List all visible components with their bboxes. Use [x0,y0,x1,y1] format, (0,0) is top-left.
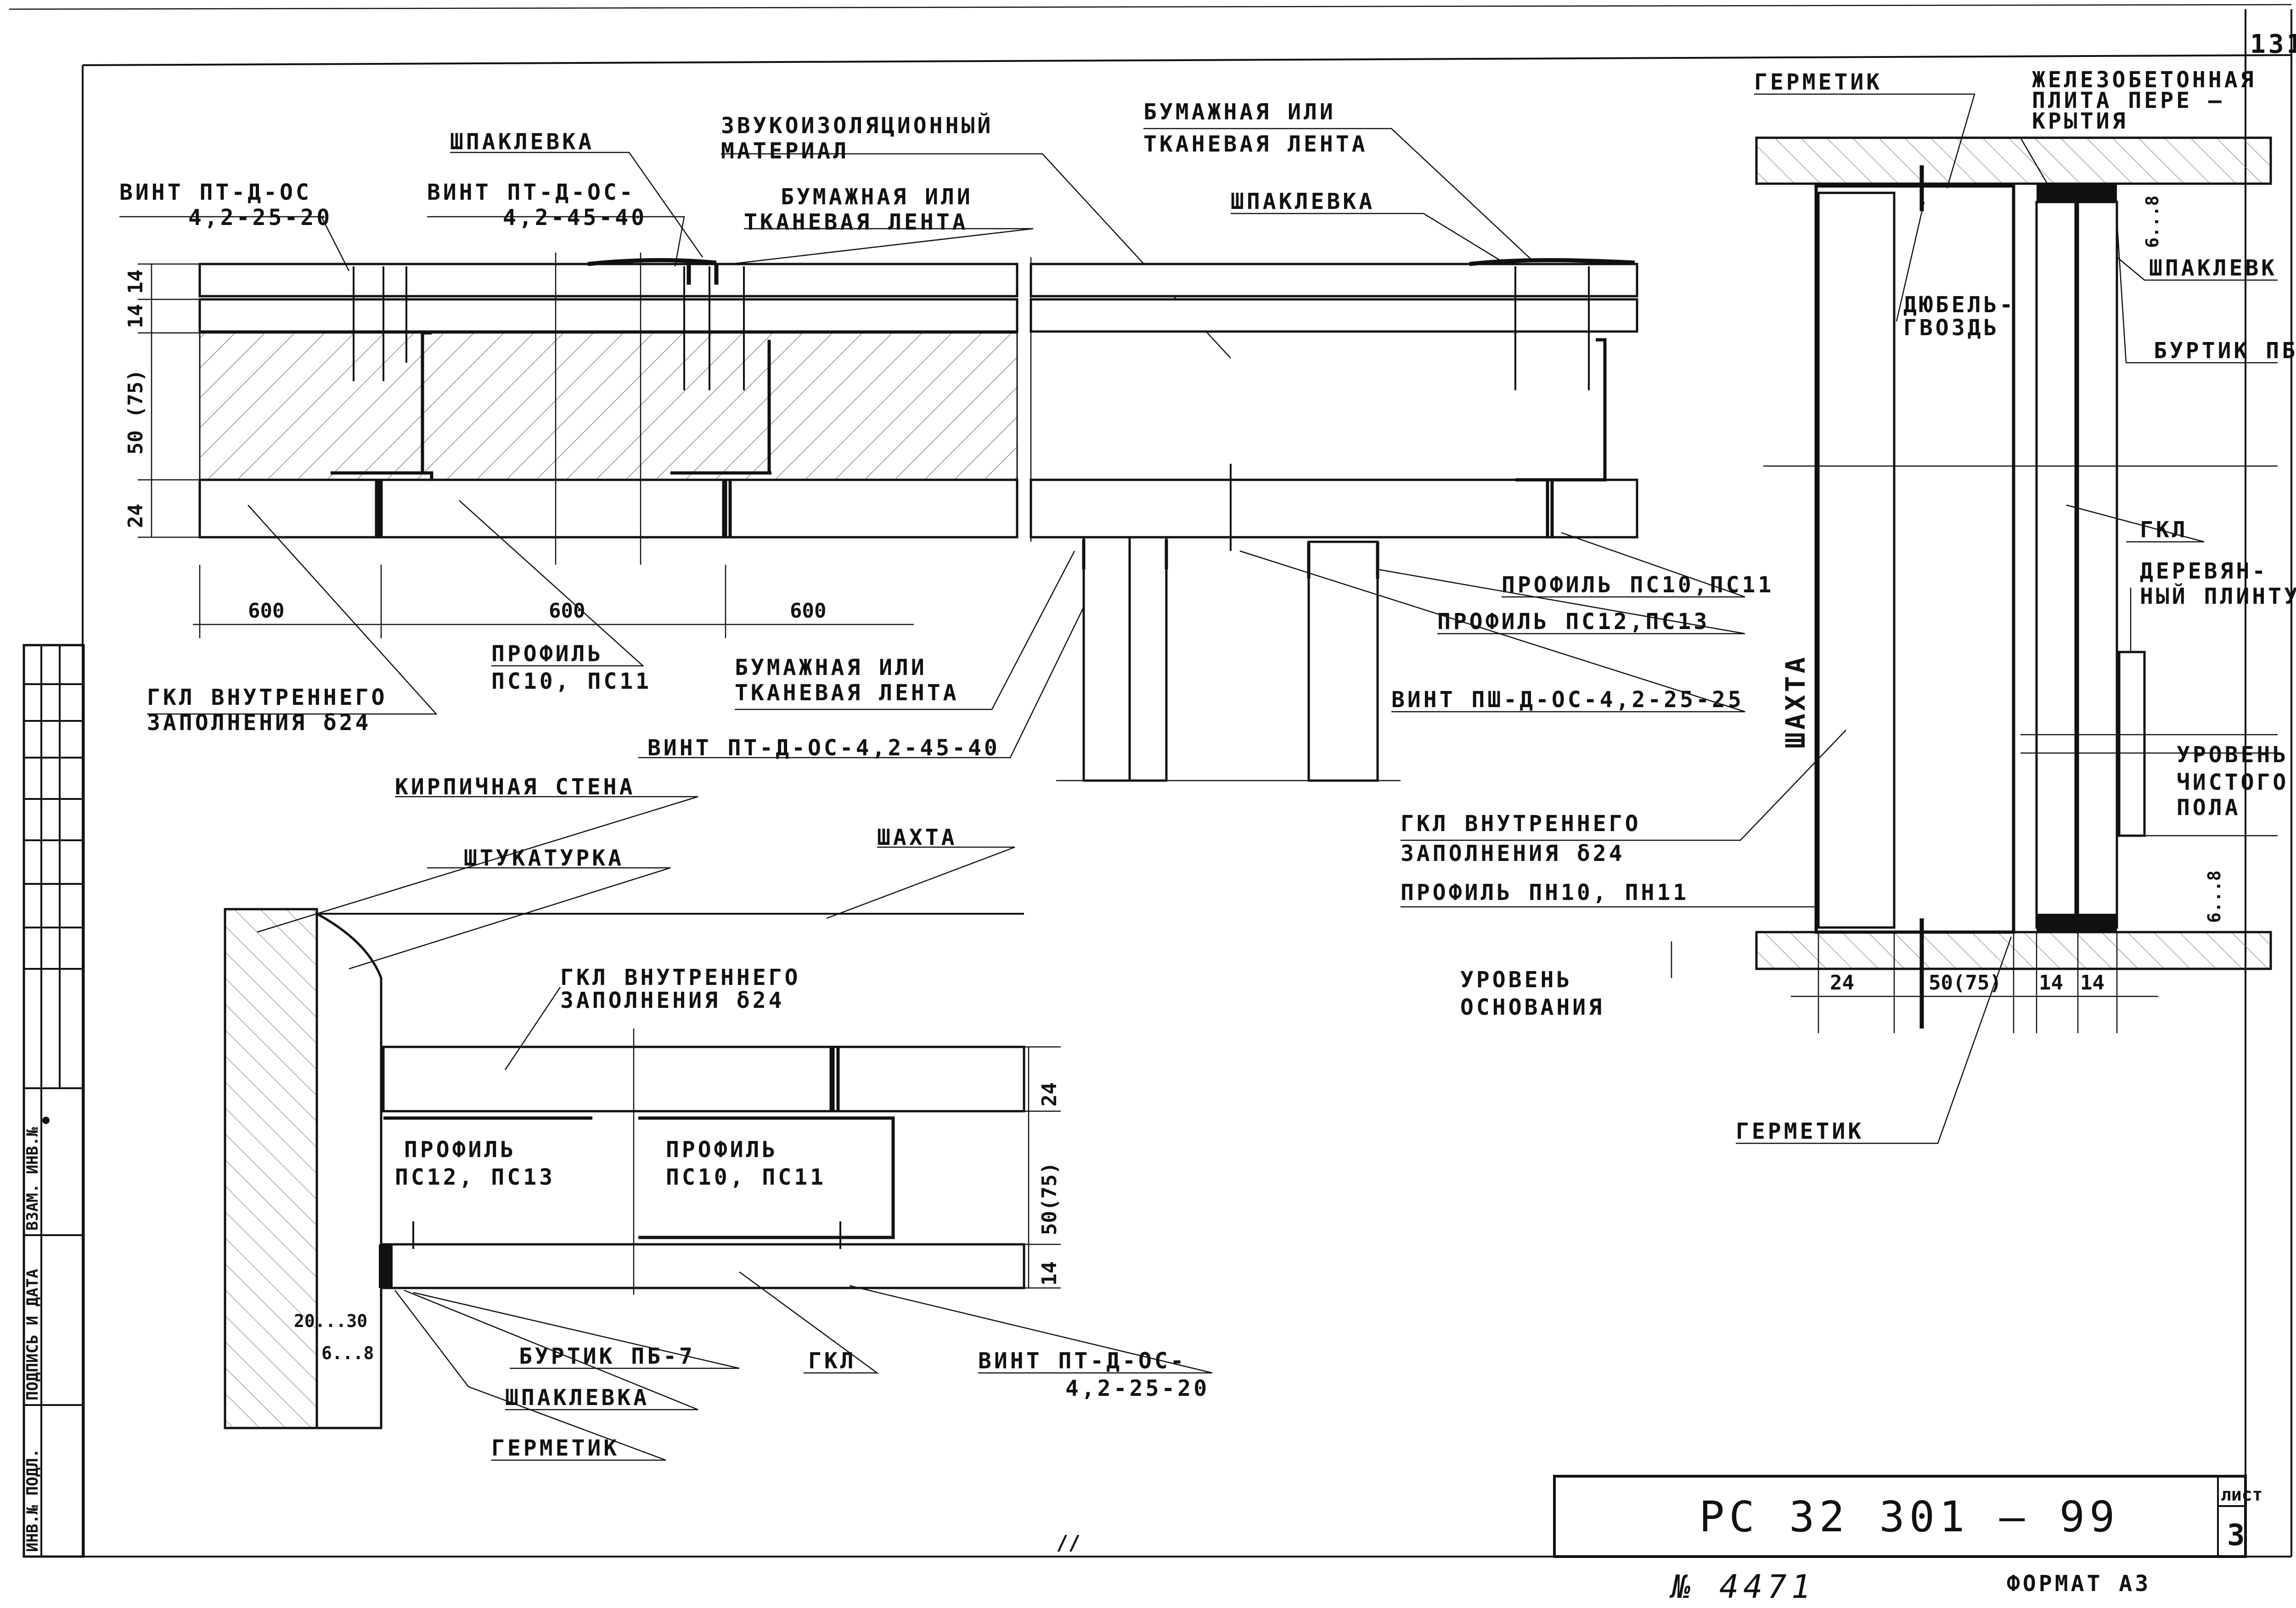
lbl-screw-short-2: 4,2-25-20 [188,205,332,231]
detail-top-left: 14 14 50 (75) 24 600 600 600 ВИНТ ПТ-Д-О… [119,112,1231,761]
dim-r-gap-top: 6...8 [2142,196,2162,248]
bottom-mark: // [1056,1531,1080,1555]
dim-v-50: 50 (75) [124,370,147,455]
lbl-r-floor-1: УРОВЕНЬ [2177,742,2289,768]
dim-v-14a: 14 [124,270,147,294]
dim-b-14: 14 [1038,1261,1061,1286]
lbl-mid-putty: ШПАКЛЕВКА [1231,189,1375,214]
lbl-r-sealant-top: ГЕРМЕТИК [1754,69,1882,95]
lbl-profile-pc10-1: ПРОФИЛЬ [491,641,603,667]
lbl-screw-long-2: 4,2-45-40 [503,205,647,231]
dim-b-gap2: 6...8 [321,1343,374,1363]
lbl-profile-pc10-2: ПС10, ПС11 [491,669,652,694]
lbl-b-bead: БУРТИК ПБ-7 [519,1344,695,1369]
lbl-r-slab-2: ПЛИТА ПЕРЕ — [2032,88,2224,113]
sheet-label: лист [2221,1484,2263,1505]
screw-marks [353,266,745,390]
lbl-b-profile-pc10-2: ПС10, ПС11 [666,1164,826,1190]
lbl-r-slab-1: ЖЕЛЕЗОБЕТОННАЯ [2032,67,2257,93]
sheet-number: 3 [2227,1518,2245,1552]
format-label: ФОРМАТ А3 [2007,1571,2151,1597]
lbl-mid-screw-psh: ВИНТ ПШ-Д-ОС-4,2-25-25 [1391,687,1744,713]
lbl-r-slab-3: КРЫТИЯ [2032,108,2128,134]
inventory-number: № 4471 [1669,1568,1815,1606]
lbl-b-profile-pc10-1: ПРОФИЛЬ [666,1137,778,1163]
lbl-r-gkl: ГКЛ [2140,517,2188,543]
lbl-r-profile-pn: ПРОФИЛЬ ПН10, ПН11 [1401,880,1689,905]
stamp-signature-date: ПОДПИСЬ И ДАТА [23,1269,42,1400]
lbl-b-gkl-infill-1: ГКЛ ВНУТРЕННЕГО [560,965,800,990]
lbl-r-gkl-infill-2: ЗАПОЛНЕНИЯ δ24 [1401,841,1625,866]
lbl-insulation-1: ЗВУКОИЗОЛЯЦИОННЫЙ [721,112,993,139]
lbl-r-floor-3: ПОЛА [2177,795,2241,821]
dim-r-50: 50(75) [1929,971,2002,995]
page-number: 131 [2250,29,2296,59]
dim-b-gap1: 20...30 [294,1311,367,1331]
dim-r-gap-bottom: 6...8 [2204,871,2224,923]
dim-h-600a: 600 [248,599,284,623]
lbl-r-shaft: ШАХТА [1780,654,1811,748]
lbl-insulation-2: МАТЕРИАЛ [721,138,849,164]
lbl-b-shaft: ШАХТА [877,825,957,850]
lbl-r-dowel-1: ДЮБЕЛЬ- [1903,292,2015,318]
dim-v-14b: 14 [124,304,147,328]
dim-h-600b: 600 [549,599,585,623]
stamp-replaces-inv: ВЗАМ. ИНВ.№ [23,1127,42,1231]
lbl-r-gkl-infill-1: ГКЛ ВНУТРЕННЕГО [1401,811,1641,837]
lbl-tape1-2: ТКАНЕВАЯ ЛЕНТА [744,209,968,235]
dim-v-24: 24 [124,504,147,528]
lbl-gkl-infill-1: ГКЛ ВНУТРЕННЕГО [147,685,387,710]
dim-b-24: 24 [1038,1082,1061,1107]
lbl-r-dowel-2: ГВОЗДЬ [1903,315,1999,341]
dim-r-24: 24 [1830,971,1854,995]
lbl-b-screw-1: ВИНТ ПТ-Д-ОС- [978,1348,1187,1374]
lbl-tape2-2: ТКАНЕВАЯ ЛЕНТА [735,680,959,706]
side-stamp: ИНВ.№ ПОДЛ. ПОДПИСЬ И ДАТА ВЗАМ. ИНВ.№ [23,644,85,1558]
lbl-screw-short-1: ВИНТ ПТ-Д-ОС [119,180,312,205]
drawing-frame [9,4,2292,1557]
lbl-r-skirting-1: ДЕРЕВЯН- [2140,558,2268,584]
detail-right-section: 24 50(75) 14 14 6...8 6...8 ГЕРМЕТИК ЖЕЛ… [1401,67,2296,1144]
lbl-b-profile-pc12-1: ПРОФИЛЬ [404,1137,516,1163]
dim-r-14b: 14 [2080,971,2105,995]
lbl-screw-long-1: ВИНТ ПТ-Д-ОС- [427,180,636,205]
lbl-gkl-infill-2: ЗАПОЛНЕНИЯ δ24 [147,710,371,736]
lbl-r-bead: БУРТИК ПБ7 [2154,338,2296,364]
dim-b-50: 50(75) [1038,1162,1061,1235]
dim-r-14a: 14 [2039,971,2063,995]
lbl-tape1-1: БУМАЖНАЯ ИЛИ [781,184,973,210]
lbl-screw-45: ВИНТ ПТ-Д-ОС-4,2-45-40 [647,735,1000,761]
lbl-r-sealant-bottom: ГЕРМЕТИК [1736,1119,1864,1144]
lbl-b-brick-wall: КИРПИЧНАЯ СТЕНА [395,774,635,800]
lbl-r-skirting-2: НЫЙ ПЛИНТУС [2140,583,2296,609]
stamp-inv-original: ИНВ.№ ПОДЛ. [23,1449,42,1552]
lbl-b-screw-2: 4,2-25-20 [1065,1376,1210,1401]
lbl-b-gkl: ГКЛ [808,1348,856,1374]
lbl-mid-profile-pc12: ПРОФИЛЬ ПС12,ПС13 [1437,609,1710,635]
detail-top-mid: БУМАЖНАЯ ИЛИ ТКАНЕВАЯ ЛЕНТА ШПАКЛЕВКА ПР… [1030,99,1774,782]
title-block: РС 32 301 — 99 лист 3 [1553,1475,2263,1558]
dim-h-600c: 600 [790,599,826,623]
lbl-mid-tape-1: БУМАЖНАЯ ИЛИ [1143,99,1336,125]
lbl-b-gkl-infill-2: ЗАПОЛНЕНИЯ δ24 [560,988,785,1013]
lbl-putty-top: ШПАКЛЕВКА [450,129,594,155]
lbl-r-putty: ШПАКЛЕВК [2149,255,2277,281]
lbl-b-profile-pc12-2: ПС12, ПС13 [395,1164,555,1190]
lbl-r-floor-2: ЧИСТОГО [2177,770,2289,795]
lbl-b-plaster: ШТУКАТУРКА [464,845,624,871]
lbl-r-base-1: УРОВЕНЬ [1460,967,1572,993]
lbl-b-putty: ШПАКЛЕВКА [505,1385,649,1411]
lbl-mid-profile-pc10: ПРОФИЛЬ ПС10,ПС11 [1502,572,1774,598]
lbl-r-base-2: ОСНОВАНИЯ [1460,995,1604,1020]
lbl-tape2-1: БУМАЖНАЯ ИЛИ [735,655,927,680]
lbl-b-sealant: ГЕРМЕТИК [491,1435,619,1461]
lbl-mid-tape-2: ТКАНЕВАЯ ЛЕНТА [1143,131,1368,157]
drawing-designation: РС 32 301 — 99 [1699,1492,2119,1541]
detail-bottom-plan: 24 50(75) 14 20...30 6...8 КИРПИЧНАЯ СТЕ… [224,774,1213,1461]
